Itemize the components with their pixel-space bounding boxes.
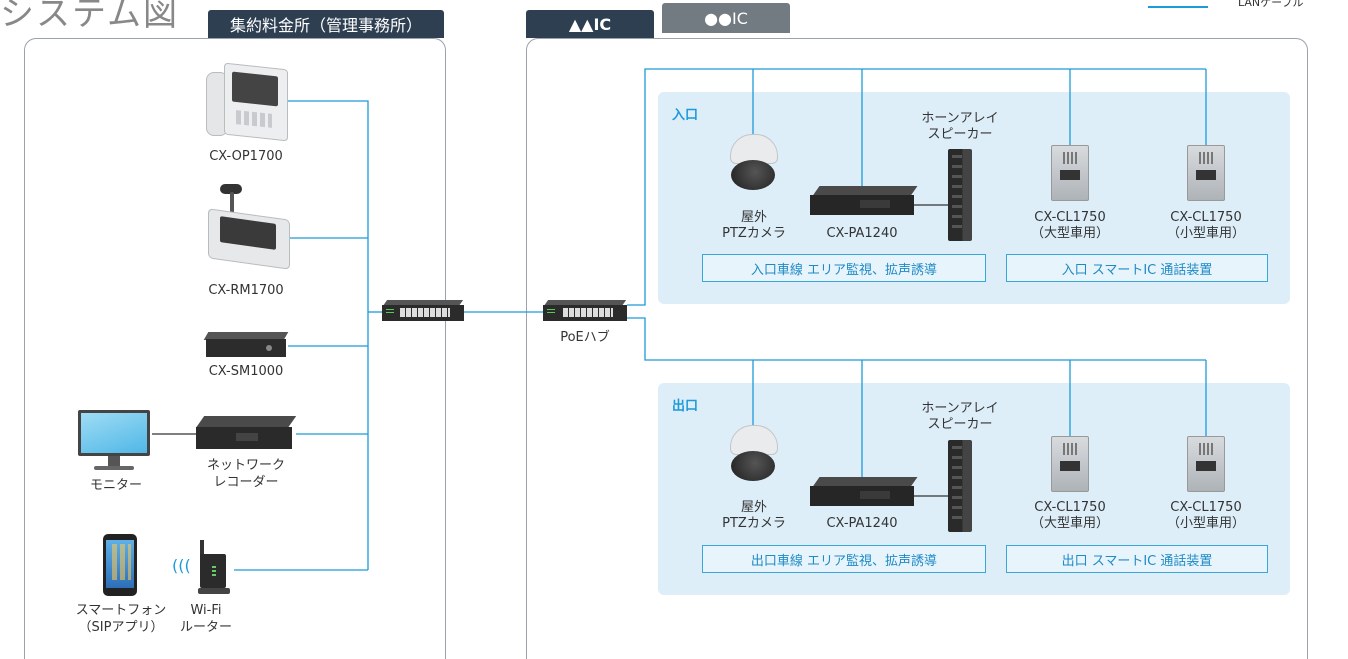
entrance-cl-large-label-2: （大型車用） <box>1030 226 1109 241</box>
entrance-camera-icon <box>726 134 780 196</box>
poe-hub-label: PoEハブ <box>560 330 610 345</box>
smartphone-icon <box>103 534 137 596</box>
wifi-router-icon <box>198 540 232 596</box>
wifi-label-2: ルーター <box>179 620 232 635</box>
exit-amp-icon <box>810 477 918 507</box>
smartphone-label-1: スマートフォン <box>75 603 167 618</box>
exit-camera-label-1: 屋外 <box>740 500 767 515</box>
entrance-amp-icon <box>810 186 918 216</box>
entrance-speaker-icon <box>948 149 972 241</box>
entrance-speaker-label-2: スピーカー <box>927 127 993 142</box>
rm1700-label: CX-RM1700 <box>208 283 284 298</box>
exit-caption-left: 出口車線 エリア監視、拡声誘導 <box>702 545 986 573</box>
entrance-cl-small-icon <box>1187 145 1225 201</box>
entrance-cl-large-icon <box>1051 145 1089 201</box>
entrance-cl-small-label-1: CX-CL1750 <box>1170 210 1242 225</box>
recorder-icon <box>195 416 297 452</box>
exit-cl-small-label-2: （小型車用） <box>1166 516 1245 531</box>
sm1000-unit-icon <box>203 332 289 358</box>
legend-line <box>1148 6 1208 8</box>
rm1700-microphone-icon <box>206 184 290 270</box>
tab-inactive-ic[interactable]: ●●IC <box>662 3 790 33</box>
exit-cl-large-icon <box>1051 436 1089 492</box>
entrance-speaker-label-1: ホーンアレイ <box>921 111 999 126</box>
wifi-signal-icon: ((( <box>172 556 191 575</box>
poe-hub-icon[interactable] <box>543 300 627 322</box>
legend-label: LANケーブル <box>1238 0 1304 9</box>
wifi-label-1: Wi-Fi <box>190 603 222 618</box>
entrance-caption-right: 入口 スマートIC 通話装置 <box>1006 254 1268 282</box>
exit-speaker-label-2: スピーカー <box>927 417 993 432</box>
tab-active-ic[interactable]: ▲▲IC <box>526 10 654 38</box>
exit-cl-large-label-2: （大型車用） <box>1030 516 1109 531</box>
diagram-title: システム図 <box>0 0 179 34</box>
exit-camera-label-2: PTZカメラ <box>722 516 786 531</box>
monitor-icon <box>78 410 154 472</box>
office-panel <box>24 38 446 659</box>
entrance-cl-large-label-1: CX-CL1750 <box>1034 210 1106 225</box>
entrance-caption-left: 入口車線 エリア監視、拡声誘導 <box>702 254 986 282</box>
monitor-label: モニター <box>89 478 142 493</box>
exit-cl-large-label-1: CX-CL1750 <box>1034 500 1106 515</box>
legend: LANケーブル <box>1148 0 1348 14</box>
entrance-cl-small-label-2: （小型車用） <box>1166 226 1245 241</box>
exit-zone-label: 出口 <box>672 399 699 414</box>
recorder-label-2: レコーダー <box>213 475 279 490</box>
exit-speaker-label-1: ホーンアレイ <box>921 401 999 416</box>
exit-cl-small-icon <box>1187 436 1225 492</box>
office-header: 集約料金所（管理事務所） <box>208 10 444 38</box>
exit-amp-label: CX-PA1240 <box>826 516 898 531</box>
exit-camera-icon <box>726 425 780 487</box>
exit-cl-small-label-1: CX-CL1750 <box>1170 500 1242 515</box>
op1700-terminal-icon <box>206 62 288 142</box>
entrance-camera-label-1: 屋外 <box>740 210 767 225</box>
op1700-label: CX-OP1700 <box>209 149 283 164</box>
recorder-label-1: ネットワーク <box>206 458 285 473</box>
entrance-zone-label: 入口 <box>672 108 699 123</box>
ic-panel <box>526 38 1308 659</box>
exit-speaker-icon <box>948 440 972 532</box>
entrance-camera-label-2: PTZカメラ <box>722 226 786 241</box>
office-hub-icon <box>382 300 464 322</box>
entrance-amp-label: CX-PA1240 <box>826 226 898 241</box>
smartphone-label-2: （SIPアプリ） <box>78 620 164 635</box>
exit-caption-right: 出口 スマートIC 通話装置 <box>1006 545 1268 573</box>
sm1000-label: CX-SM1000 <box>208 364 284 379</box>
